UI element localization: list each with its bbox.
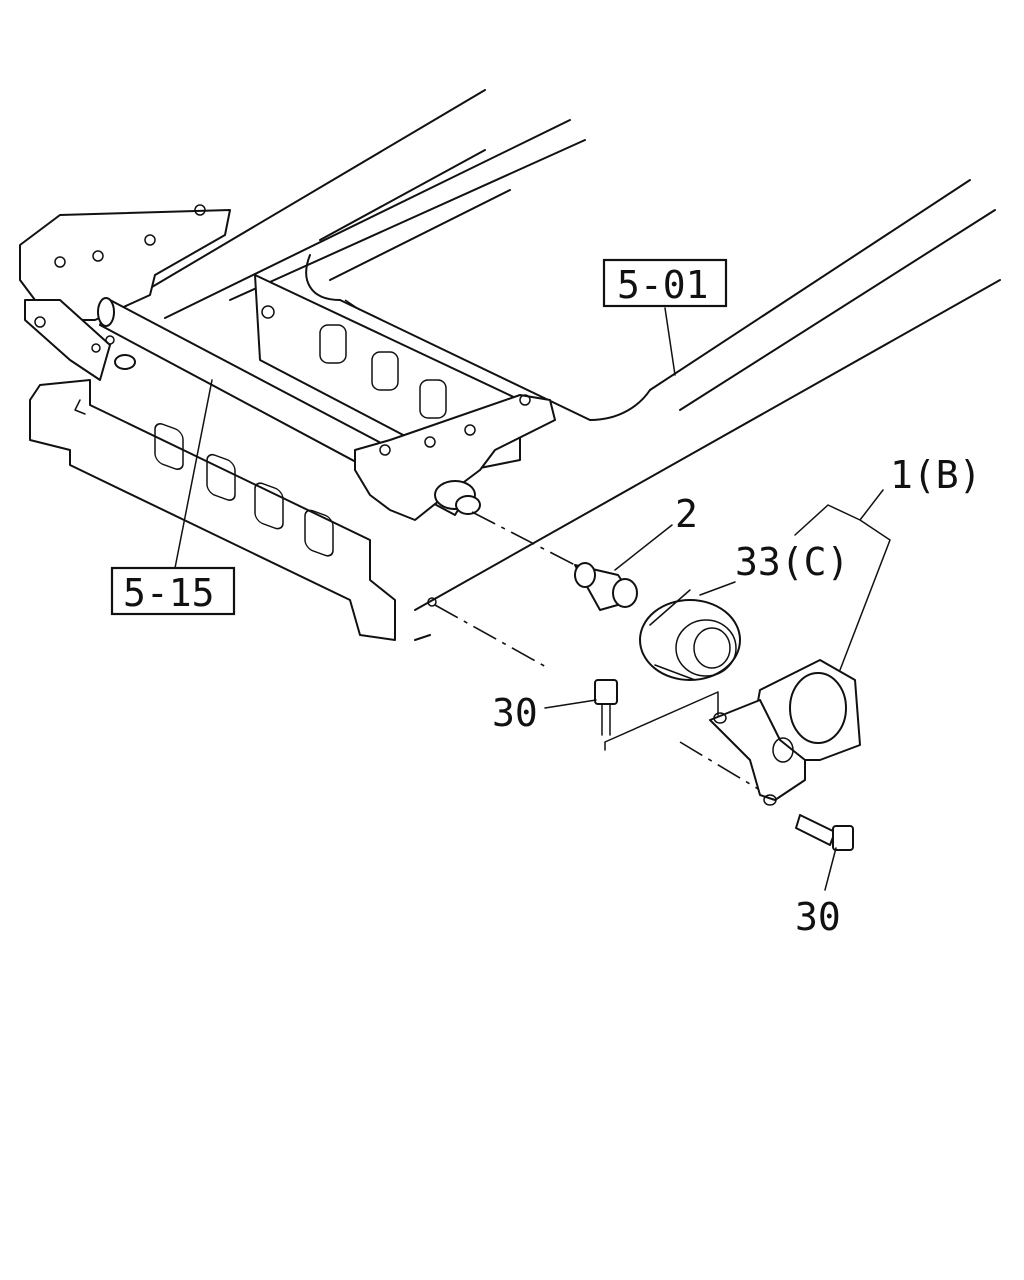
callout-box: [602, 258, 728, 308]
left-rail: [29, 379, 437, 641]
mount-bracket-part-1b: [709, 659, 861, 806]
callout-label: 5-01: [617, 263, 709, 307]
callout-2[interactable]: 2: [675, 492, 698, 536]
leader-30-upper: [544, 699, 597, 709]
leader-5-01: [664, 307, 676, 376]
insulator-part-33c: [639, 589, 741, 681]
centerline-rail: [344, 299, 361, 311]
leader-30-lower: [824, 847, 837, 891]
leader-1b: [794, 489, 891, 671]
leader-assembly: [604, 691, 719, 751]
callout-30-upper[interactable]: 30: [492, 691, 538, 735]
bushing-part-2: [574, 562, 638, 611]
frame-rails: [129, 89, 1001, 641]
callout-label: 5-15: [123, 571, 215, 615]
rail-hole: [154, 423, 334, 557]
left-bracket: [19, 204, 231, 381]
callout-5-01[interactable]: 5-01: [602, 258, 728, 308]
callout-1b[interactable]: 1(B): [890, 453, 982, 497]
callout-box: [110, 566, 236, 616]
bolt-30-lower: [795, 814, 854, 851]
callout-30-lower[interactable]: 30: [795, 895, 841, 939]
callout-33c[interactable]: 33(C): [735, 540, 849, 584]
leader-2: [614, 524, 673, 571]
centerline-tube: [471, 511, 576, 566]
right-bracket: [354, 394, 556, 521]
callout-5-15[interactable]: 5-15: [110, 566, 236, 616]
centerline-bolt: [434, 604, 549, 669]
leader-33c: [699, 581, 736, 596]
leader-5-15: [174, 379, 213, 569]
centerline-mount: [679, 741, 761, 791]
bolt-30-upper: [594, 679, 618, 736]
